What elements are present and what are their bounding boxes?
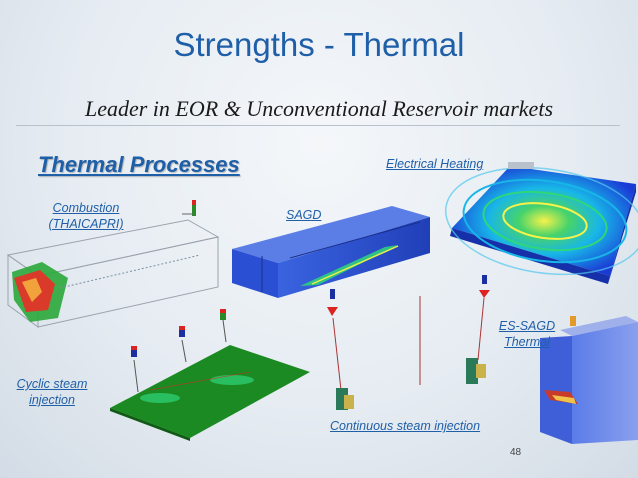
label-sagd: SAGD: [286, 208, 322, 222]
es-sagd-model: [540, 316, 638, 444]
label-es-sagd-line2: Thermal: [504, 335, 550, 349]
sagd-model: [232, 206, 430, 316]
label-cyclic-line2: injection: [29, 393, 75, 407]
label-combustion: Combustion (THAICAPRI): [38, 200, 134, 232]
continuous-injection-model: [332, 296, 486, 410]
label-es-sagd-line1: ES-SAGD: [498, 319, 556, 333]
label-combustion-line2: (THAICAPRI): [48, 217, 124, 231]
page-number: 48: [510, 447, 522, 458]
label-cyclic-line1: Cyclic steam: [16, 377, 88, 391]
label-es-sagd: ES-SAGD Thermal: [494, 318, 560, 350]
subtitle-divider: [16, 125, 620, 126]
electrical-heating-model: [444, 162, 638, 298]
slide-subtitle: Leader in EOR & Unconventional Reservoir…: [84, 96, 553, 121]
label-cyclic-steam: Cyclic steam injection: [6, 376, 98, 408]
section-heading: Thermal Processes: [38, 152, 240, 177]
label-continuous-steam: Continuous steam injection: [330, 419, 481, 433]
combustion-model: [6, 200, 220, 328]
label-combustion-line1: Combustion: [52, 201, 120, 215]
label-electrical-heating: Electrical Heating: [386, 157, 484, 171]
slide-title: Strengths - Thermal: [173, 26, 465, 63]
cyclic-steam-model: [110, 309, 310, 441]
